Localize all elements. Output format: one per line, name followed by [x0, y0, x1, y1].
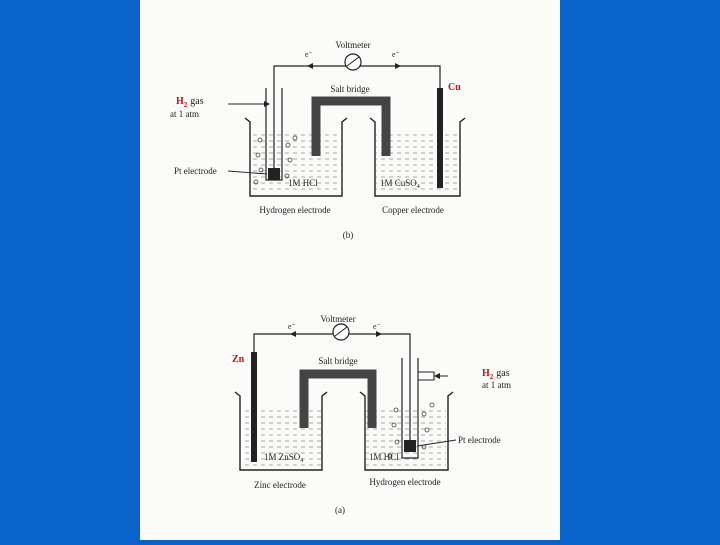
bottom-cell-figure: Voltmeter e⁻ e⁻ Salt bridge Zn: [232, 314, 511, 515]
bottom-salt-bridge: [299, 369, 377, 428]
bottom-zinc-rod: [251, 352, 257, 462]
top-salt-bridge-label: Salt bridge: [330, 84, 369, 94]
top-voltmeter-needle: [346, 56, 360, 67]
top-cell-figure: Voltmeter e⁻ e⁻ Salt bridge: [170, 40, 466, 240]
bottom-right-solution-label: 1M HCl: [369, 452, 399, 462]
top-metal-label: Cu: [448, 82, 461, 93]
bottom-metal-label: Zn: [232, 354, 245, 365]
bottom-left-beaker: [234, 391, 328, 471]
bottom-pt-plate: [404, 440, 416, 452]
top-copper-rod: [437, 88, 443, 188]
top-pt-pointer: [227, 170, 268, 175]
top-right-solution-label: 1M CuSO4: [380, 178, 420, 190]
top-figure-label: (b): [343, 230, 354, 240]
bottom-electron-left: e⁻: [288, 322, 296, 331]
bottom-pt-pointer: [416, 439, 457, 447]
bottom-voltmeter-needle: [334, 326, 348, 337]
top-left-beaker: [244, 117, 348, 197]
bottom-right-caption: Hydrogen electrode: [369, 477, 440, 487]
bottom-gas-arrowhead: [434, 373, 440, 379]
bottom-gas-inlet: [418, 371, 435, 381]
scanned-page: Voltmeter e⁻ e⁻ Salt bridge: [140, 0, 560, 540]
bottom-wire: [253, 333, 411, 388]
top-right-caption: Copper electrode: [382, 205, 444, 215]
top-gas-bubbles: [253, 135, 298, 185]
bottom-voltmeter-label: Voltmeter: [320, 314, 355, 324]
bottom-gas-bubbles: [387, 402, 435, 459]
bottom-arrow-right: [376, 331, 382, 337]
top-arrow-right: [395, 63, 401, 69]
top-gas-pressure: at 1 atm: [170, 109, 199, 119]
top-electron-left: e⁻: [305, 50, 313, 59]
bottom-left-caption: Zinc electrode: [254, 480, 306, 490]
top-gas-arrowhead: [264, 101, 270, 107]
bottom-figure-label: (a): [335, 505, 345, 515]
electrochemical-cells-diagram: Voltmeter e⁻ e⁻ Salt bridge: [170, 40, 511, 515]
bottom-salt-bridge-label: Salt bridge: [318, 356, 357, 366]
bottom-left-solution-label: 1M ZnSO4: [264, 452, 303, 464]
bottom-arrow-left: [290, 331, 296, 337]
top-left-caption: Hydrogen electrode: [259, 205, 330, 215]
top-right-beaker: [369, 117, 466, 197]
top-voltmeter-label: Voltmeter: [335, 40, 370, 50]
top-electron-right: e⁻: [392, 50, 400, 59]
bottom-right-beaker: [359, 391, 454, 471]
bottom-pt-label: Pt electrode: [458, 435, 501, 445]
top-arrow-left: [307, 63, 313, 69]
bottom-gas-tube: [401, 358, 419, 459]
top-pt-plate: [268, 168, 280, 180]
top-left-solution-label: 1M HCl: [288, 178, 318, 188]
bottom-gas-pressure: at 1 atm: [482, 380, 511, 390]
top-salt-bridge: [311, 96, 391, 156]
bottom-electron-right: e⁻: [373, 322, 381, 331]
top-pt-label: Pt electrode: [174, 166, 217, 176]
